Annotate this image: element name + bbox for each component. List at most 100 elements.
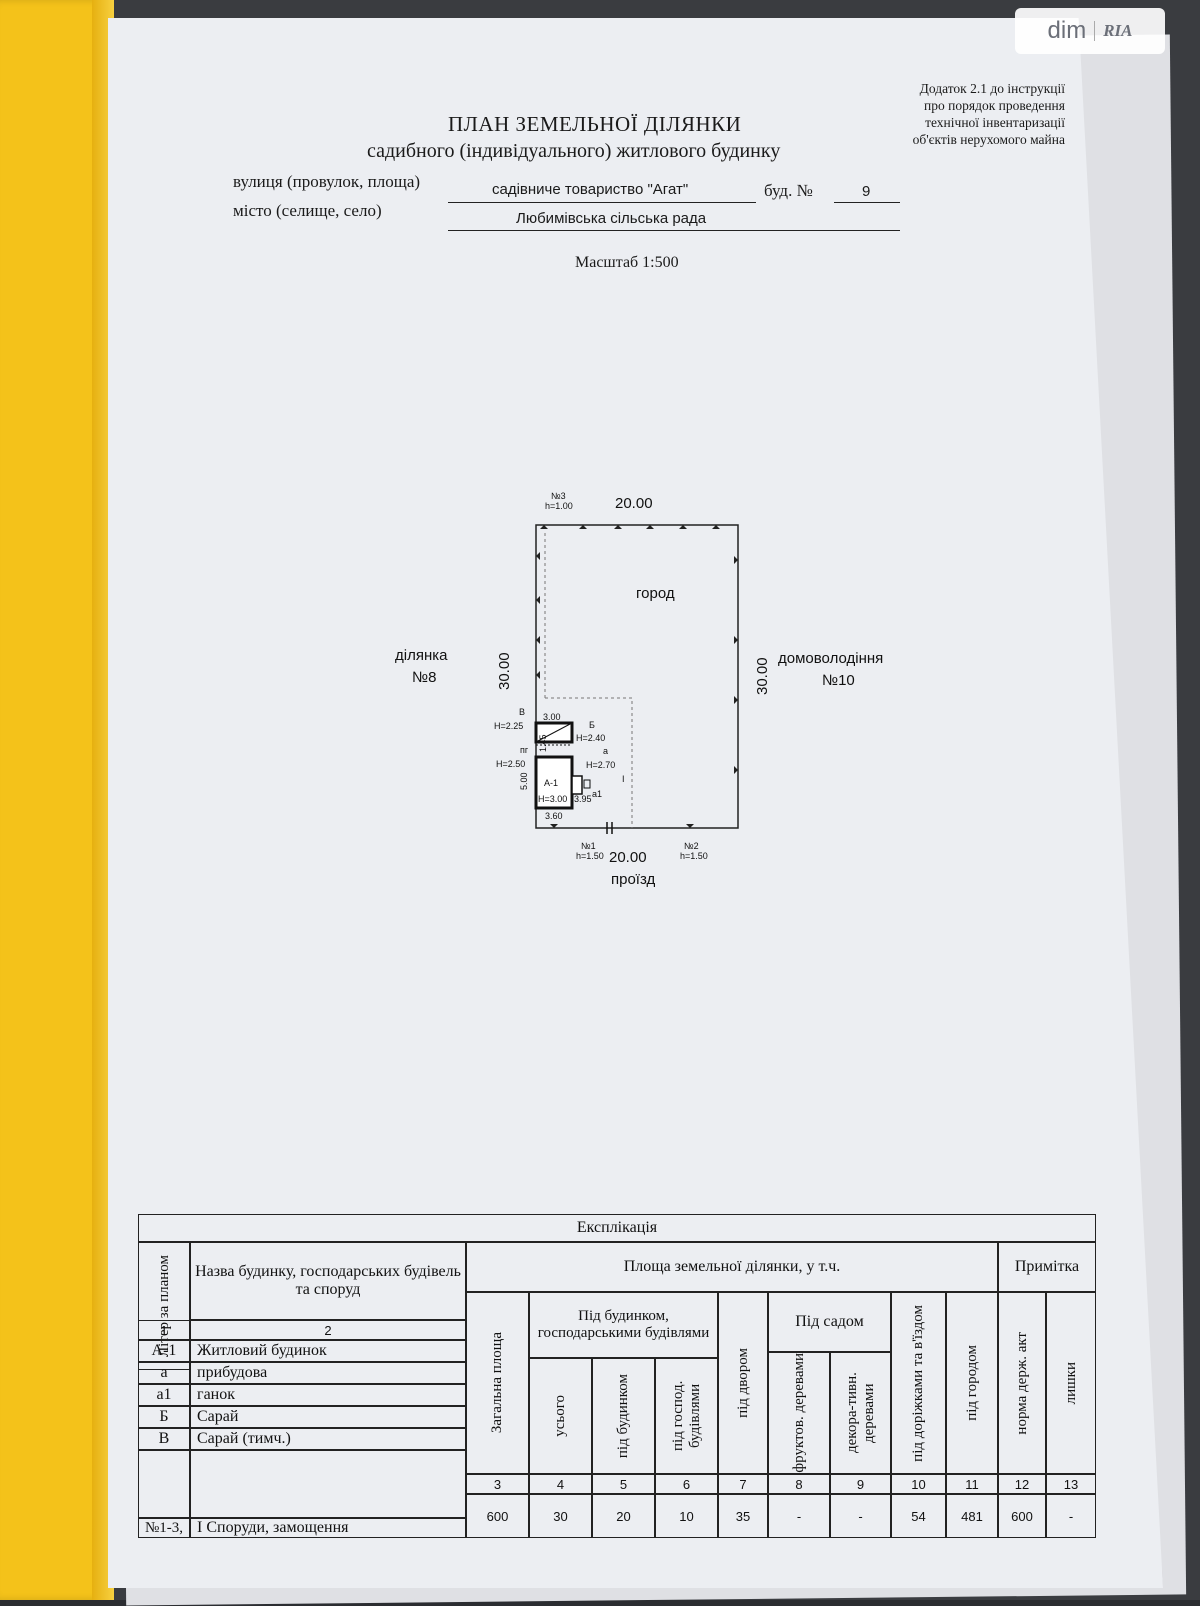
header-paths: під доріжками та в'їздом <box>891 1292 946 1474</box>
fence-ticks <box>536 525 738 828</box>
header-under-garden: Під садом <box>768 1292 891 1352</box>
value-fruit: - <box>768 1494 830 1538</box>
row-letter: а1 <box>138 1384 190 1406</box>
bottom-width: 20.00 <box>609 849 647 866</box>
fence2-height: h=1.50 <box>680 851 708 861</box>
building-a1 <box>534 755 574 810</box>
right-height: 30.00 <box>754 657 771 695</box>
row-letter: Б <box>138 1406 190 1428</box>
shed-b-letter: Б <box>589 720 595 730</box>
col-number: 3 <box>466 1474 529 1494</box>
row-name: ганок <box>190 1384 466 1406</box>
value-all: 30 <box>529 1494 592 1538</box>
canopy-height: H=2.50 <box>496 759 525 769</box>
document-sheet <box>108 18 1163 1588</box>
top-width: 20.00 <box>615 495 653 512</box>
appendix-line: об'єктів нерухомого майна <box>912 132 1065 147</box>
col-number: 12 <box>998 1474 1046 1494</box>
canopy-letter: пг <box>520 745 529 755</box>
building-v-height: H=2.25 <box>494 721 523 731</box>
row-name: Сарай (тимч.) <box>190 1428 466 1450</box>
header-note: Примітка <box>998 1242 1096 1292</box>
street-value: садівниче товариство "Агат" <box>492 181 689 198</box>
explication-table: Експлікація Літер за планом Назва будинк… <box>138 1214 1096 1538</box>
header-vegetable: під городом <box>946 1292 998 1474</box>
header-outbuildings: під господ. будівлями <box>655 1358 718 1474</box>
col-number: 5 <box>592 1474 655 1494</box>
neighbor-right-line1: домоволодіння <box>778 650 883 667</box>
value-excess: - <box>1046 1494 1096 1538</box>
dim-label: 3.60 <box>545 811 563 821</box>
value-paths: 54 <box>891 1494 946 1538</box>
annex-letter: а <box>603 746 608 756</box>
col-number: 10 <box>891 1474 946 1494</box>
header-letter: Літер за планом <box>138 1242 190 1370</box>
col-number: 11 <box>946 1474 998 1494</box>
appendix-line: про порядок проведення <box>924 98 1065 113</box>
street-underline <box>448 202 756 203</box>
fence1-number: №1 <box>581 841 596 851</box>
document-subtitle: садибного (індивідуального) житлового бу… <box>367 140 781 162</box>
fence3-number: №3 <box>551 491 566 501</box>
building-v-letter: В <box>519 707 525 717</box>
driveway-label: проїзд <box>611 871 656 888</box>
shed-b-height: H=2.40 <box>576 733 605 743</box>
fence3-height: h=1.00 <box>545 501 573 511</box>
fence1-height: h=1.50 <box>576 851 604 861</box>
yard-zone-boundary <box>544 533 633 828</box>
scale-label: Масштаб 1:500 <box>575 254 679 271</box>
value-decor: - <box>830 1494 891 1538</box>
neighbor-left-line2: №8 <box>412 669 436 686</box>
street-label: вулиця (провулок, площа) <box>233 172 421 191</box>
row-letter: А-1 <box>138 1340 190 1362</box>
watermark-dim: dim <box>1047 17 1087 44</box>
dim-label: 3.95 <box>574 794 592 804</box>
dim-label: 3.00 <box>543 712 561 722</box>
col-number: 8 <box>768 1474 830 1494</box>
header-yard: під двором <box>718 1292 768 1474</box>
city-underline <box>448 230 900 231</box>
col-number: 4 <box>529 1474 592 1494</box>
zone-label: I <box>622 774 625 784</box>
city-label: місто (селище, село) <box>233 201 382 220</box>
row-name: І Споруди, замощення <box>190 1518 466 1538</box>
document-title: ПЛАН ЗЕМЕЛЬНОЇ ДІЛЯНКИ <box>448 112 742 136</box>
fence2-number: №2 <box>684 841 699 851</box>
house-height: H=3.00 <box>538 794 567 804</box>
city-value: Любимівська сільська рада <box>516 210 707 227</box>
value-total: 600 <box>466 1494 529 1538</box>
row-letter-empty <box>138 1450 190 1518</box>
header-excess: лишки <box>1046 1292 1096 1474</box>
house-label: А-1 <box>544 778 558 788</box>
header-house: під будинком <box>592 1358 655 1474</box>
neighbor-right-line2: №10 <box>822 672 855 689</box>
row-letter: В <box>138 1428 190 1450</box>
row-name: Житловий будинок <box>190 1340 466 1362</box>
col-number: 13 <box>1046 1474 1096 1494</box>
porch-label: а1 <box>592 789 602 799</box>
neighbor-left-line1: ділянка <box>395 647 448 664</box>
row-name: Сарай <box>190 1406 466 1428</box>
appendix-note: Додаток 2.1 до інструкції про порядок пр… <box>860 80 1065 148</box>
header-name: Назва будинку, господарських будівель та… <box>190 1242 466 1320</box>
porch-a1 <box>583 779 591 789</box>
appendix-line: технічної інвентаризації <box>925 115 1065 130</box>
house-label: буд. № <box>764 181 813 200</box>
header-total: Загальна площа <box>466 1292 529 1474</box>
value-house: 20 <box>592 1494 655 1538</box>
annex-height: H=2.70 <box>586 760 615 770</box>
building-a <box>571 775 583 795</box>
col-number: 6 <box>655 1474 718 1494</box>
row-letter: а <box>138 1362 190 1384</box>
watermark-ria: RIA <box>1094 21 1132 41</box>
appendix-line: Додаток 2.1 до інструкції <box>919 81 1065 96</box>
plot-boundary <box>535 524 739 829</box>
value-yard: 35 <box>718 1494 768 1538</box>
dim-label: 5.00 <box>519 772 529 790</box>
header-under-buildings: Під будинком, господарськими будівлями <box>529 1292 718 1358</box>
header-area: Площа земельної ділянки, у т.ч. <box>466 1242 998 1292</box>
house-underline <box>834 202 900 203</box>
dim-label: 1.45 <box>538 734 548 752</box>
value-vegetable: 481 <box>946 1494 998 1538</box>
